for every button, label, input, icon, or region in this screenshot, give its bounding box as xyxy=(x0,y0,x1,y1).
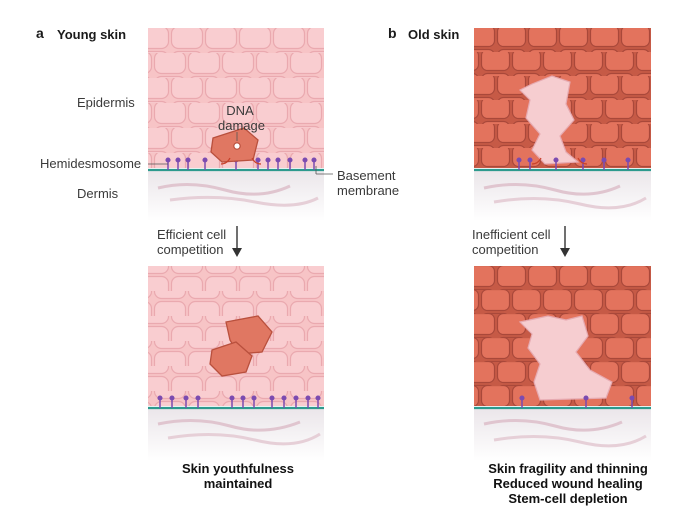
dna-damage-line1: DNA xyxy=(226,103,254,118)
arrow-b-line2: competition xyxy=(472,242,539,257)
epidermis-label: Epidermis xyxy=(77,95,135,110)
hemidesmosomes xyxy=(165,157,317,170)
young-skin-top xyxy=(148,28,333,221)
panel-a-letter: a xyxy=(36,25,44,41)
arrow-b-line1: Inefficient cell xyxy=(472,227,551,242)
arrow-a-line2: competition xyxy=(157,242,224,257)
old-skin-bottom xyxy=(474,266,651,461)
clone-of-damaged-cells xyxy=(518,75,580,165)
basement-line2: membrane xyxy=(337,183,400,198)
basement-membrane-label: Basement membrane xyxy=(337,168,399,198)
outcome-a-line1: Skin youthfulness xyxy=(182,461,294,476)
arrow-b-label: Inefficient cell competition xyxy=(472,227,551,257)
dermis-layer xyxy=(148,171,324,221)
outcome-a-line2: maintained xyxy=(203,476,273,491)
arrow-a xyxy=(232,226,242,257)
basement-line1: Basement xyxy=(337,168,396,183)
outcome-a: Skin youthfulness maintained xyxy=(148,461,328,491)
dna-damage-label: DNA damage xyxy=(218,103,265,133)
outcome-b-line2: Reduced wound healing xyxy=(493,476,643,491)
extruded-cell-lower xyxy=(209,341,253,377)
young-skin-bottom xyxy=(148,266,324,461)
arrow-a-label: Efficient cell competition xyxy=(157,227,226,257)
outcome-b-line3: Stem-cell depletion xyxy=(508,491,628,506)
expanded-clone xyxy=(518,315,613,401)
panel-b-title: Old skin xyxy=(408,27,460,42)
hemidesmosome-label: Hemidesmosome xyxy=(40,156,142,171)
panel-a-title: Young skin xyxy=(57,27,127,42)
outcome-b-line1: Skin fragility and thinning xyxy=(488,461,648,476)
dna-damage-line2: damage xyxy=(218,118,265,133)
outcome-b: Skin fragility and thinning Reduced woun… xyxy=(470,461,666,506)
dermis-label: Dermis xyxy=(77,186,119,201)
dna-damage-icon xyxy=(233,142,241,150)
arrow-a-line1: Efficient cell xyxy=(157,227,227,242)
old-skin-top xyxy=(474,28,651,221)
panel-b-letter: b xyxy=(388,25,397,41)
arrow-b xyxy=(560,226,570,257)
